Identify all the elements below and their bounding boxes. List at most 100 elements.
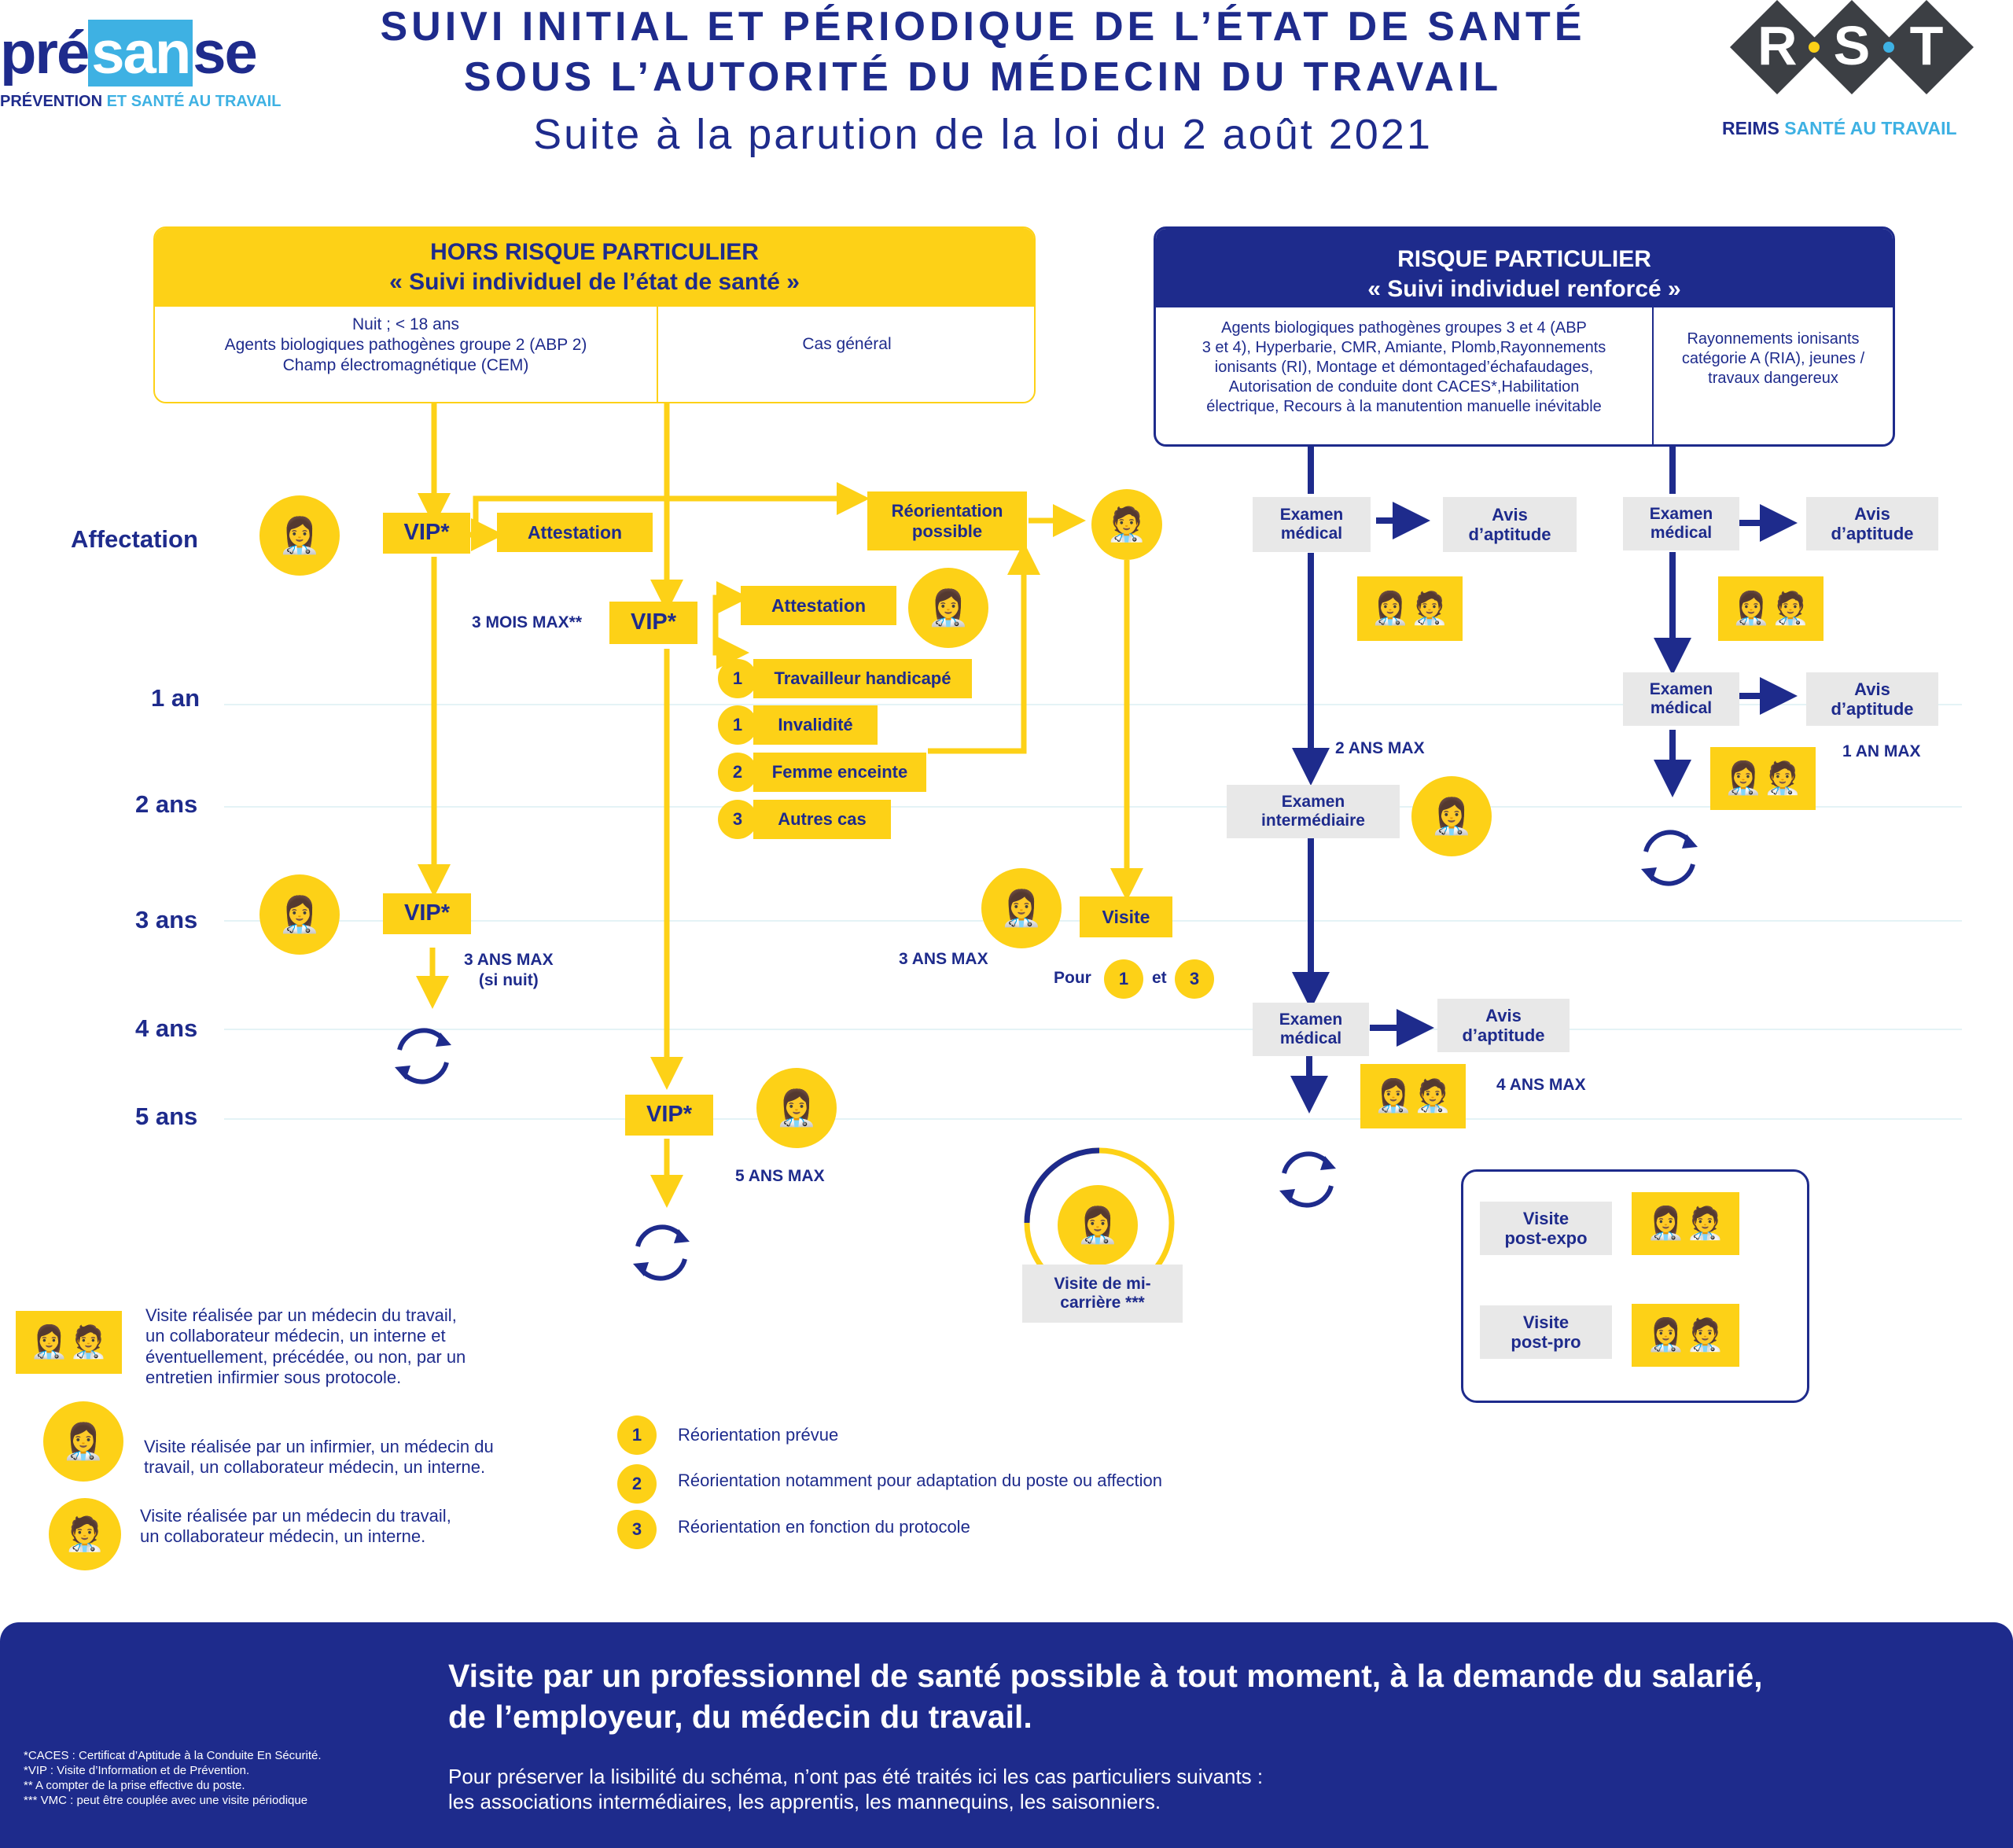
logo-tag2: ET SANTÉ AU TRAVAIL xyxy=(106,93,282,110)
nurse-team-icon-affectation: 👩‍⚕️ xyxy=(259,495,340,576)
legend-nurse-team-text: Visite réalisée par un infirmier, un méd… xyxy=(144,1437,494,1478)
logo-rst: R S T REIMS SANTÉ AU TRAVAIL xyxy=(1714,0,2013,149)
nurse-team-icon-3ans: 👩‍⚕️ xyxy=(259,874,340,955)
rst-letter-t: T xyxy=(1909,15,1944,76)
cycle-icon-ria xyxy=(1641,830,1698,886)
rst-letter-r: R xyxy=(1757,15,1798,76)
et-label: et xyxy=(1152,969,1167,987)
doctor-icon-affectation: 🧑‍⚕️ xyxy=(1091,489,1162,560)
examen-medical-4ans[interactable]: Examen médical xyxy=(1253,1003,1369,1056)
visite-post-pro[interactable]: Visite post-pro xyxy=(1480,1305,1612,1359)
cycle-icon-middle xyxy=(633,1224,690,1281)
legend-reorient-1: Réorientation prévue xyxy=(678,1425,839,1445)
vip-affectation-left[interactable]: VIP* xyxy=(383,513,470,554)
row-label-5ans: 5 ans xyxy=(135,1103,198,1130)
page-subtitle: Suite à la parution de la loi du 2 août … xyxy=(533,111,1433,158)
grid-line-2ans xyxy=(224,806,1962,808)
grid-line-4ans xyxy=(224,1029,1962,1030)
risque-title1: RISQUE PARTICULIER xyxy=(1397,246,1651,272)
doctor-team-icon-post-expo: 👩‍⚕️🧑‍⚕️ xyxy=(1632,1192,1739,1255)
reorientation-possible[interactable]: Réorientation possible xyxy=(867,491,1027,550)
visite-post-expo[interactable]: Visite post-expo xyxy=(1480,1202,1612,1255)
doctor-team-icon-ria-1: 👩‍⚕️🧑‍⚕️ xyxy=(1718,576,1823,641)
visite-box[interactable]: Visite xyxy=(1080,896,1172,937)
case-num-1a: 1 xyxy=(718,659,757,698)
avis-aptitude-ria-1[interactable]: Avis d’aptitude xyxy=(1806,497,1938,550)
post-visits-panel xyxy=(1461,1169,1809,1403)
logo-san: san xyxy=(88,20,193,87)
pour-num-3: 3 xyxy=(1175,959,1214,999)
logo-presanse: présanse PRÉVENTION ET SANTÉ AU TRAVAIL xyxy=(0,14,283,116)
case-autres-cas[interactable]: Autres cas xyxy=(753,800,891,839)
vip-three-months[interactable]: VIP* xyxy=(609,602,697,644)
footer-note: Pour préserver la lisibilité du schéma, … xyxy=(448,1765,1264,1813)
vip-3ans[interactable]: VIP* xyxy=(383,893,471,934)
case-num-3: 3 xyxy=(718,800,757,839)
nurse-team-icon-5ans: 👩‍⚕️ xyxy=(756,1068,837,1148)
row-label-1an: 1 an xyxy=(151,684,201,712)
logo-pre: pré xyxy=(0,20,90,87)
legend-doctor-team-icon: 👩‍⚕️🧑‍⚕️ xyxy=(16,1311,122,1374)
case-invalidite[interactable]: Invalidité xyxy=(753,705,878,745)
avis-aptitude-1[interactable]: Avis d’aptitude xyxy=(1443,497,1577,552)
grid-line-5ans xyxy=(224,1118,1962,1120)
legend-num-1: 1 xyxy=(617,1415,657,1455)
legend-reorient-3: Réorientation en fonction du protocole xyxy=(678,1517,970,1537)
doctor-team-icon-ria-2: 👩‍⚕️🧑‍⚕️ xyxy=(1710,747,1816,810)
legend-reorient-2: Réorientation notamment pour adaptation … xyxy=(678,1471,1163,1490)
doctor-team-icon-post-pro: 👩‍⚕️🧑‍⚕️ xyxy=(1632,1304,1739,1367)
attestation-left[interactable]: Attestation xyxy=(497,513,653,552)
rst-tag2: SANTÉ AU TRAVAIL xyxy=(1784,118,1957,138)
pour-num-1: 1 xyxy=(1104,959,1143,999)
five-ans-label: 5 ANS MAX xyxy=(735,1167,825,1185)
hors-risque-title1: HORS RISQUE PARTICULIER xyxy=(430,239,759,265)
row-label-2ans: 2 ans xyxy=(135,790,198,818)
vip-5ans[interactable]: VIP* xyxy=(625,1095,713,1136)
mi-carriere-box[interactable]: Visite de mi- carrière *** xyxy=(1022,1265,1183,1323)
doctor-team-icon-renforce-1: 👩‍⚕️🧑‍⚕️ xyxy=(1357,576,1463,641)
rst-diamonds-icon xyxy=(1730,0,1974,94)
row-label-3ans: 3 ans xyxy=(135,906,198,933)
avis-aptitude-ria-2[interactable]: Avis d’aptitude xyxy=(1806,672,1938,726)
risque-panel: RISQUE PARTICULIER « Suivi individuel re… xyxy=(1154,226,1895,447)
attestation-middle[interactable]: Attestation xyxy=(741,586,896,625)
title-line2: SOUS L’AUTORITÉ DU MÉDECIN DU TRAVAIL xyxy=(463,54,1503,100)
legend-nurse-team-icon: 👩‍⚕️ xyxy=(43,1401,123,1482)
hors-risque-panel: HORS RISQUE PARTICULIER « Suivi individu… xyxy=(153,226,1036,403)
risque-title: RISQUE PARTICULIER « Suivi individuel re… xyxy=(1156,229,1893,307)
footer-footnotes: *CACES : Certificat d’Aptitude à la Cond… xyxy=(24,1749,322,1807)
three-ans-nuit-label: 3 ANS MAX (si nuit) xyxy=(464,951,554,989)
risque-col2: Rayonnements ionisants catégorie A (RIA)… xyxy=(1681,330,1865,387)
risque-title2: « Suivi individuel renforcé » xyxy=(1367,276,1681,302)
nurse-team-icon-visite: 👩‍⚕️ xyxy=(981,868,1062,948)
title-line1: SUIVI INITIAL ET PÉRIODIQUE DE L’ÉTAT DE… xyxy=(380,4,1586,50)
pour-label: Pour xyxy=(1054,969,1091,987)
rst-tag1: REIMS xyxy=(1722,118,1779,138)
row-label-affectation: Affectation xyxy=(71,525,198,553)
grid-line-1an xyxy=(224,704,1962,705)
examen-medical-1[interactable]: Examen médical xyxy=(1253,497,1371,552)
hors-risque-col1: Nuit ; < 18 ans Agents biologiques patho… xyxy=(155,307,658,402)
hors-risque-title2: « Suivi individuel de l’état de santé » xyxy=(389,269,800,295)
logo-se: se xyxy=(193,20,258,87)
four-ans-label: 4 ANS MAX xyxy=(1496,1076,1586,1094)
examen-medical-ria-1[interactable]: Examen médical xyxy=(1623,497,1739,550)
three-ans-label: 3 ANS MAX xyxy=(899,950,988,968)
legend-doctor-icon: 🧑‍⚕️ xyxy=(49,1498,121,1570)
avis-aptitude-4ans[interactable]: Avis d’aptitude xyxy=(1437,999,1570,1052)
doctor-team-icon-4ans: 👩‍⚕️🧑‍⚕️ xyxy=(1360,1064,1466,1128)
case-femme-enceinte[interactable]: Femme enceinte xyxy=(753,753,926,792)
two-ans-label: 2 ANS MAX xyxy=(1335,739,1425,757)
logo-tag1: PRÉVENTION xyxy=(0,93,103,110)
nurse-team-icon-3mois: 👩‍⚕️ xyxy=(908,568,988,648)
case-travailleur-handicape[interactable]: Travailleur handicapé xyxy=(753,659,972,698)
case-num-2: 2 xyxy=(718,753,757,792)
cycle-icon-renforce xyxy=(1279,1151,1336,1208)
examen-intermediaire[interactable]: Examen intermédiaire xyxy=(1227,785,1400,838)
three-months-label: 3 MOIS MAX** xyxy=(472,613,583,631)
page-title: SUIVI INITIAL ET PÉRIODIQUE DE L’ÉTAT DE… xyxy=(299,2,1667,102)
footer-headline: Visite par un professionnel de santé pos… xyxy=(448,1658,1763,1735)
legend-num-2: 2 xyxy=(617,1464,657,1504)
examen-medical-ria-2[interactable]: Examen médical xyxy=(1623,672,1739,726)
